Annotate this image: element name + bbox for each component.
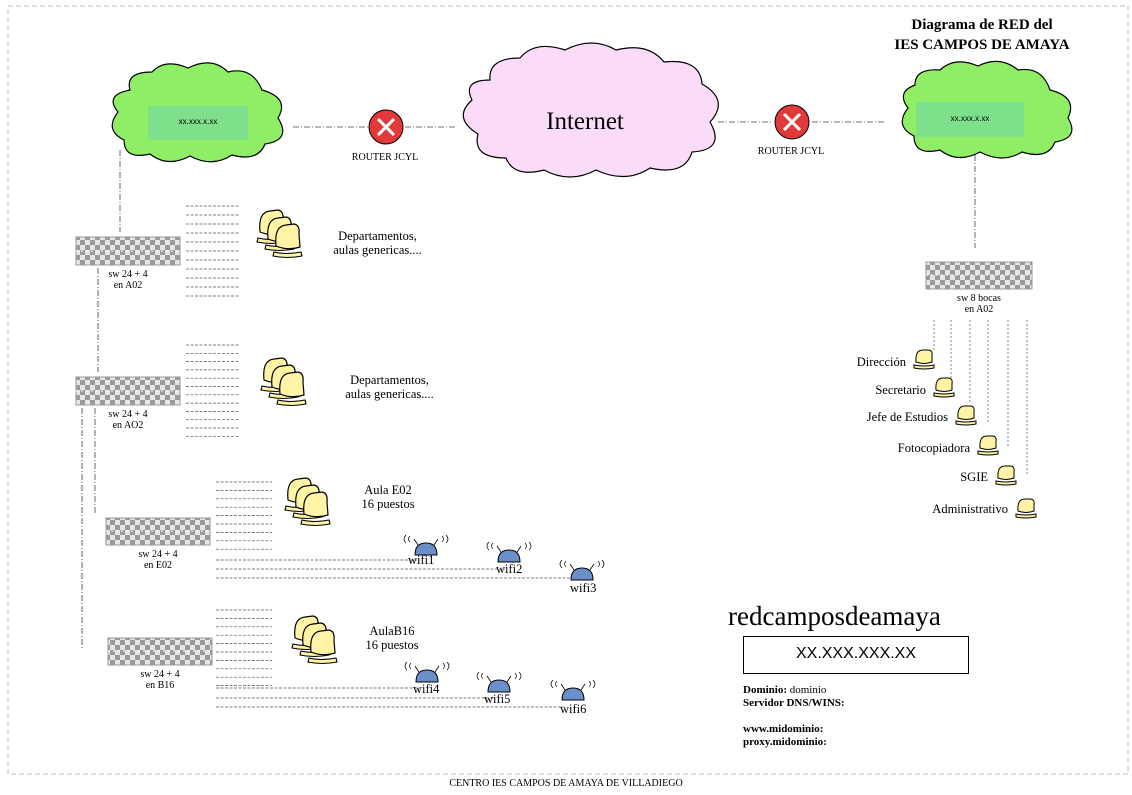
switch-2-icon	[75, 376, 181, 406]
switch-3-icon	[105, 517, 211, 546]
wifi-ap-4-icon	[404, 661, 450, 683]
group-1-line2: aulas genericas....	[333, 243, 422, 257]
switch-1-icon	[75, 236, 181, 266]
pc-group-1-icon	[257, 210, 302, 258]
wifi-ap-3-icon	[559, 559, 605, 581]
www-label: www.midominio:	[743, 723, 824, 735]
pc-group-3-icon	[285, 478, 330, 526]
wifi-3-label: wifi3	[570, 581, 597, 595]
wifi-ap-6-icon	[550, 679, 596, 701]
group-3-line1: Aula E02	[364, 483, 412, 497]
workstation-administrativo-icon	[1015, 498, 1037, 519]
router-right-label: ROUTER JCYL	[757, 146, 825, 157]
group-3-line2: 16 puestos	[361, 497, 415, 511]
group-4-label: AulaB16 16 puestos	[352, 624, 432, 652]
switch-3-label: sw 24 + 4 en E02	[108, 549, 208, 571]
router-left-icon	[368, 109, 404, 145]
group-1-line1: Departamentos,	[338, 229, 417, 243]
group-2-line1: Departamentos,	[350, 373, 429, 387]
pc-group-2-icon	[261, 358, 306, 406]
workstation-jefe-icon	[955, 405, 977, 426]
uplink-lines	[81, 121, 976, 650]
wifi-1-label: wifi1	[408, 553, 435, 567]
switch-2-label: sw 24 + 4 en AO2	[78, 409, 178, 431]
switch-4-line1: sw 24 + 4	[140, 669, 180, 680]
network-name: redcamposdeamaya	[728, 601, 941, 631]
pc-group-4-icon	[292, 616, 337, 664]
switch-1-line1: sw 24 + 4	[108, 269, 148, 280]
cloud-right-ip: xx.xxx.x.xx	[950, 114, 990, 123]
wifi-2-label: wifi2	[496, 562, 523, 576]
group-4-line2: 16 puestos	[365, 638, 419, 652]
switch-5-label: sw 8 bocas en A02	[929, 293, 1029, 315]
switch-5-icon	[925, 261, 1033, 290]
switch-5-line1: sw 8 bocas	[957, 293, 1001, 304]
title-line-1: Diagrama de RED del	[911, 17, 1053, 33]
router-left-label: ROUTER JCYL	[351, 152, 419, 163]
workstation-secretario-icon	[933, 377, 955, 398]
workstation-fotocopiadora-icon	[977, 435, 999, 456]
group-1-label: Departamentos, aulas genericas....	[320, 229, 435, 257]
switch-1-label: sw 24 + 4 en A02	[78, 269, 178, 291]
wifi-5-label: wifi5	[484, 692, 511, 706]
switch-4-label: sw 24 + 4 en B16	[110, 669, 210, 691]
port-link-lines	[186, 205, 585, 708]
office-sgie-label: SGIE	[960, 470, 988, 484]
workstation-sgie-icon	[995, 465, 1017, 486]
cloud-internet	[462, 42, 719, 178]
network-info: Dominio: dominio Servidor DNS/WINS: www.…	[743, 684, 983, 749]
dominio-row: Dominio: dominio	[743, 684, 983, 697]
switch-2-line1: sw 24 + 4	[108, 409, 148, 420]
office-secretario-label: Secretario	[875, 383, 926, 397]
group-4-line1: AulaB16	[369, 624, 415, 638]
switch-3-line1: sw 24 + 4	[138, 549, 178, 560]
group-2-line2: aulas genericas....	[345, 387, 434, 401]
switch-2-line2: en AO2	[112, 420, 144, 431]
www-row: www.midominio:	[743, 723, 983, 736]
wifi-6-label: wifi6	[560, 702, 587, 716]
group-2-label: Departamentos, aulas genericas....	[332, 373, 447, 401]
office-drop-lines	[933, 320, 1028, 474]
switch-4-icon	[107, 637, 213, 666]
switch-5-line2: en A02	[964, 304, 994, 315]
office-direccion-label: Dirección	[856, 355, 906, 369]
dominio-label: Dominio:	[743, 684, 787, 696]
dns-row: Servidor DNS/WINS:	[743, 697, 983, 710]
office-jefe-label: Jefe de Estudios	[866, 410, 948, 424]
wifi-4-label: wifi4	[413, 682, 440, 696]
wifi-ap-2-icon	[486, 541, 532, 563]
wifi-ap-1-icon	[403, 534, 449, 556]
proxy-label: proxy.midominio:	[743, 736, 827, 748]
switch-1-line2: en A02	[113, 280, 143, 291]
workstation-direccion-icon	[913, 349, 935, 370]
router-right-icon	[774, 104, 810, 140]
page-border	[7, 5, 1129, 775]
cloud-right-ip-box	[916, 102, 1024, 137]
internet-label: Internet	[546, 108, 624, 135]
cloud-left-ip: xx.xxx.x.xx	[178, 117, 218, 126]
proxy-row: proxy.midominio:	[743, 736, 983, 749]
office-fotocopiadora-label: Fotocopiadora	[897, 441, 970, 455]
dns-label: Servidor DNS/WINS:	[743, 697, 845, 709]
switch-4-line2: en B16	[145, 680, 175, 691]
diagram-title: Diagrama de RED del IES CAMPOS DE AMAYA	[860, 15, 1104, 55]
footer-label: CENTRO IES CAMPOS DE AMAYA DE VILLADIEGO	[449, 778, 683, 789]
cloud-left-ip-box	[148, 106, 248, 140]
office-administrativo-label: Administrativo	[932, 502, 1008, 516]
dominio-value: dominio	[789, 684, 827, 696]
group-3-label: Aula E02 16 puestos	[348, 483, 428, 511]
switch-3-line2: en E02	[143, 560, 173, 571]
wifi-ap-5-icon	[476, 671, 522, 693]
title-line-2: IES CAMPOS DE AMAYA	[894, 37, 1070, 53]
network-ip-box: XX.XXX.XXX.XX	[743, 636, 969, 674]
